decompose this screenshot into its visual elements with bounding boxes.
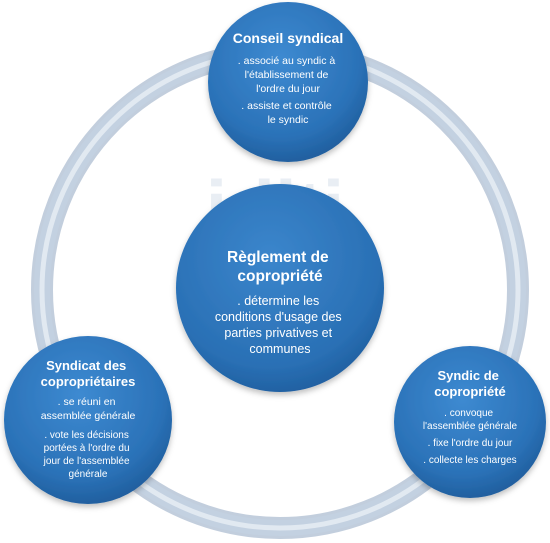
item-line: . fixe l'ordre du jour [428,438,513,449]
item-line: jour de l'assemblée [43,456,130,467]
item-line: . se réuni en [58,396,116,408]
node-body: . détermine les conditions d'usage des p… [215,294,345,356]
title-line: Conseil syndical [233,30,343,46]
node-reglement-copropriete [176,184,384,392]
syndic-text: Syndic de copropriété . convoque l'assem… [423,368,518,466]
title-line: Syndic de [437,368,498,383]
item-line: l'assemblée générale [423,421,518,432]
node-syndic-copropriete [394,346,546,498]
item-line: portées à l'ordre du [44,443,130,454]
item-line: . vote les décisions [44,430,129,441]
conseil-syndical-text: Conseil syndical . associé au syndic à l… [233,30,343,126]
item-line: . associé au syndic à [238,55,336,67]
node-item: . assiste et contrôle le syndic [241,100,334,126]
node-title: Règlement de copropriété [227,249,333,285]
item-line: générale [69,469,108,480]
body-line: communes [249,342,310,356]
node-title: Syndicat des copropriétaires [41,358,136,389]
node-circle [4,336,172,504]
node-item: . convoque l'assemblée générale [423,408,518,432]
item-line: . collecte les charges [423,455,516,466]
body-line: conditions d'usage des [215,310,342,324]
title-line: copropriétaires [41,374,136,389]
body-line: . détermine les [237,294,319,308]
node-syndicat-coproprietaires [4,336,172,504]
node-item: . vote les décisions portées à l'ordre d… [43,430,133,480]
syndicat-text: Syndicat des copropriétaires . se réuni … [41,358,136,480]
title-line: copropriété [237,268,323,285]
body-line: parties privatives et [224,326,332,340]
node-title: Syndic de copropriété [434,368,506,399]
node-title: Conseil syndical [233,30,343,46]
reglement-text: Règlement de copropriété . détermine les… [215,249,345,356]
node-conseil-syndical [208,2,368,162]
node-circle [176,184,384,392]
node-item: . se réuni en assemblée générale [41,396,136,422]
item-line: . assiste et contrôle [241,100,332,112]
item-line: l'établissement de [245,69,329,81]
node-item: . fixe l'ordre du jour [428,438,513,449]
node-item: . associé au syndic à l'établissement de… [238,55,338,95]
node-item: . collecte les charges [423,455,516,466]
item-line: l'ordre du jour [256,83,320,95]
title-line: Syndicat des [46,358,126,373]
item-line: le syndic [268,114,309,126]
node-circle [394,346,546,498]
title-line: Règlement de [227,249,329,266]
item-line: assemblée générale [41,410,136,422]
node-circle [208,2,368,162]
item-line: . convoque [444,408,493,419]
title-line: copropriété [434,384,506,399]
